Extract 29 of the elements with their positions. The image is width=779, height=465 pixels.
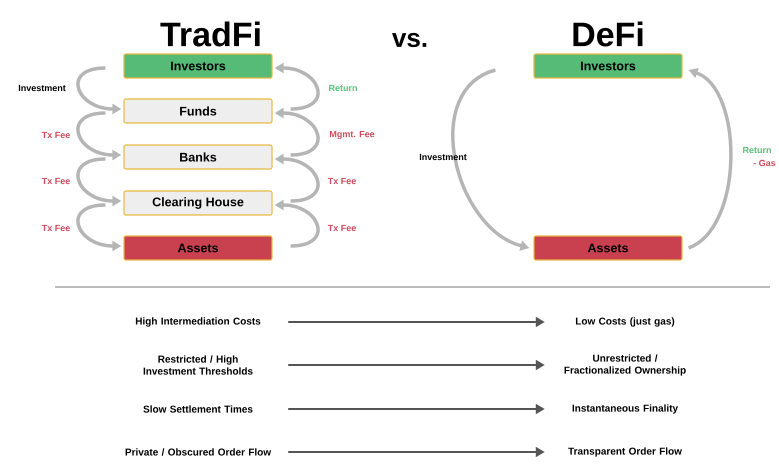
entity-box: Investors bbox=[123, 53, 273, 79]
comparison-text: Instantaneous Finality bbox=[572, 404, 678, 414]
comparison-text: Private / Obscured Order Flow bbox=[126, 448, 272, 456]
edge-label: Mgmt. Fee bbox=[330, 130, 374, 140]
comparison-text: Unrestricted / Fractionalized Ownership bbox=[564, 354, 686, 376]
edge-label: Tx Fee bbox=[328, 178, 356, 184]
edge-label: Investment bbox=[18, 84, 66, 92]
comparison-text: Slow Settlement Times bbox=[143, 405, 253, 413]
entity-box: Assets bbox=[123, 235, 273, 261]
comparison-text: Low Costs (just gas) bbox=[576, 317, 674, 327]
entity-box: Investors bbox=[533, 53, 683, 79]
comparison-text: High Intermediation Costs bbox=[136, 317, 260, 327]
edge-label: Tx Fee bbox=[42, 132, 70, 138]
entity-box: Funds bbox=[123, 98, 273, 124]
comparison-text: Restricted / High Investment Thresholds bbox=[144, 355, 253, 375]
entity-box: Banks bbox=[123, 144, 273, 170]
edge-label: Return bbox=[743, 146, 771, 154]
comparison-text: Transparent Order Flow bbox=[568, 447, 682, 457]
edge-label: Tx Fee bbox=[42, 178, 70, 184]
label-text: - Gas bbox=[754, 160, 776, 166]
edge-label: Return bbox=[329, 84, 357, 92]
edge-label: Tx Fee bbox=[328, 224, 356, 232]
entity-box: Assets bbox=[533, 235, 683, 261]
heading: vs. bbox=[392, 32, 426, 48]
edge-label: Tx Fee bbox=[42, 224, 70, 232]
heading: TradFi bbox=[160, 22, 260, 46]
edge-label: Investment bbox=[420, 154, 467, 160]
arrow bbox=[688, 68, 733, 250]
entity-box: Clearing House bbox=[123, 190, 273, 216]
